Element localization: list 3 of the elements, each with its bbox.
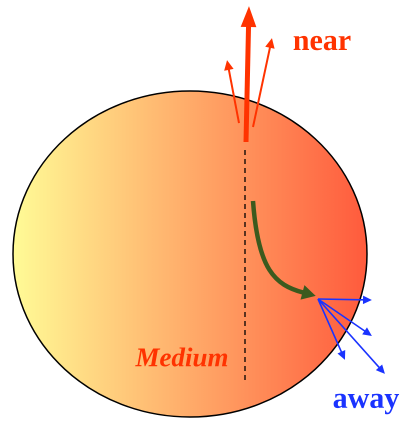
node-text: Medium: [135, 347, 228, 367]
label: near: [294, 36, 351, 50]
label: away: [334, 394, 400, 414]
